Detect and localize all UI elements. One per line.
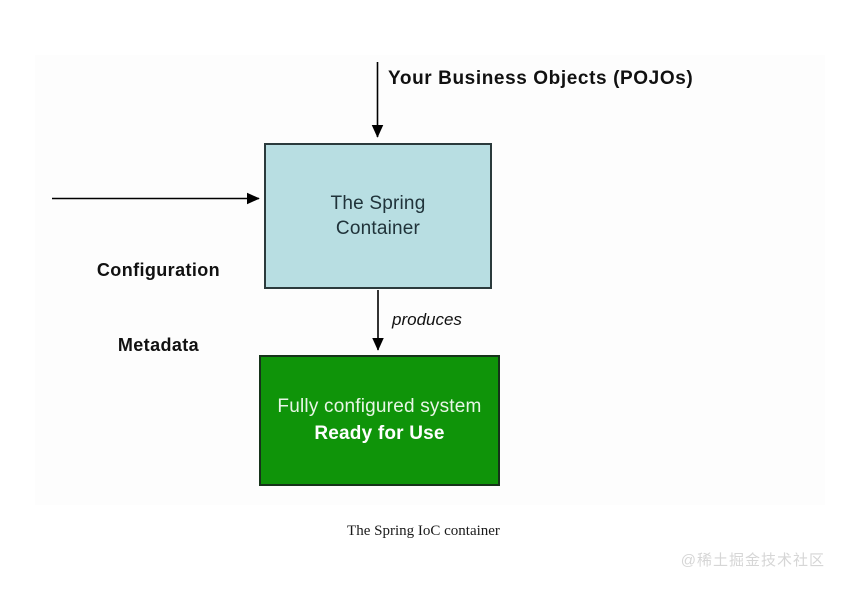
configuration-metadata-line-1: Configuration — [96, 260, 221, 280]
configuration-metadata-line-2: Metadata — [117, 335, 200, 355]
produces-label: produces — [392, 310, 462, 329]
configured-system-line-2: Ready for Use — [314, 422, 445, 444]
configured-system-box: Fully configured system Ready for Use — [259, 355, 500, 486]
configuration-metadata-label: Configuration Metadata — [52, 208, 265, 408]
spring-container-line-2: Container — [335, 218, 421, 239]
spring-container-box: The Spring Container — [264, 143, 492, 289]
configured-system-line-1: Fully configured system — [277, 395, 482, 417]
business-objects-label: Your Business Objects (POJOs) — [388, 68, 694, 89]
watermark: @稀土掘金技术社区 — [680, 552, 825, 569]
spring-container-line-1: The Spring — [330, 193, 426, 214]
diagram-caption: The Spring IoC container — [347, 523, 500, 539]
